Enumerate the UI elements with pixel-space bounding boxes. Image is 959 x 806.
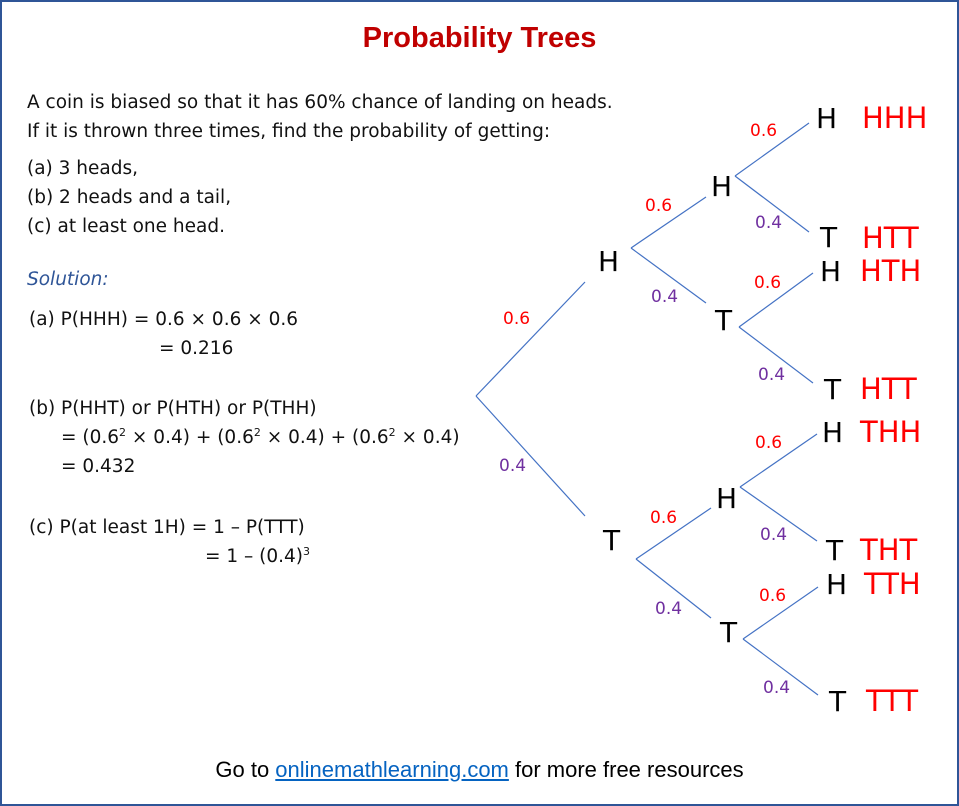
branch-TT-T (742, 638, 819, 696)
prob-tails-label: 0.4 (655, 599, 682, 619)
node-HT: T (714, 304, 733, 337)
node-TTH: H (826, 568, 847, 601)
problem-parts: (a) 3 heads, (b) 2 heads and a tail, (c)… (27, 154, 231, 241)
node-T: T (602, 524, 621, 557)
part-b: (b) 2 heads and a tail, (27, 187, 232, 208)
problem-statement: A coin is biased so that it has 60% chan… (27, 88, 613, 146)
footer: Go to onlinemathlearning.com for more fr… (215, 757, 744, 782)
node-H: H (598, 245, 619, 278)
prob-tails-label: 0.4 (760, 525, 787, 545)
node-HTH: H (820, 255, 841, 288)
branch-TH-H (739, 433, 818, 488)
branch-root-H (475, 281, 586, 397)
outcome-label: THH (859, 415, 921, 449)
prob-heads-label: 0.6 (754, 273, 781, 293)
branch-HH-H (734, 122, 810, 177)
branch-TT-H (742, 586, 819, 640)
page-title: Probability Trees (362, 22, 597, 54)
outcome-label: TTH (863, 567, 921, 601)
branch-root-T (475, 395, 586, 517)
branch-TH-T (739, 486, 818, 542)
outcome-label: THT (859, 533, 918, 567)
outcome-label: HTT (862, 221, 919, 255)
prob-tails-label: 0.4 (499, 456, 526, 476)
node-THH: H (822, 416, 843, 449)
problem-line-2: If it is thrown three times, find the pr… (27, 121, 551, 142)
problem-line-1: A coin is biased so that it has 60% chan… (27, 92, 613, 113)
prob-heads-label: 0.6 (750, 121, 777, 141)
prob-tails-label: 0.4 (651, 287, 678, 307)
part-a: (a) 3 heads, (27, 158, 139, 179)
prob-tails-label: 0.4 (755, 213, 782, 233)
prob-heads-label: 0.6 (759, 586, 786, 606)
tree-branches (475, 122, 819, 696)
outcome-label: TTT (865, 684, 918, 718)
node-TTT: T (828, 685, 847, 718)
prob-heads-label: 0.6 (503, 309, 530, 329)
branch-T-T (635, 558, 712, 619)
node-THT: T (825, 534, 844, 567)
branch-H-H (630, 196, 707, 249)
node-HH: H (711, 170, 732, 203)
prob-heads-label: 0.6 (755, 433, 782, 453)
outcome-label: HHH (862, 101, 927, 135)
solution-b-line-2: = (0.62 × 0.4) + (0.62 × 0.4) + (0.62 × … (61, 426, 460, 448)
prob-heads-label: 0.6 (650, 508, 677, 528)
prob-tails-label: 0.4 (763, 678, 790, 698)
node-HHH: H (816, 102, 837, 135)
branch-T-H (635, 507, 712, 560)
solution-c-line-1: (c) P(at least 1H) = 1 – P(TTT) (29, 517, 305, 538)
node-HHT: T (819, 221, 838, 254)
branch-HH-T (734, 175, 810, 233)
solution-c-line-2: = 1 – (0.4)3 (205, 545, 311, 567)
solution-a-line-1: (a) P(HHH) = 0.6 × 0.6 × 0.6 (29, 309, 299, 330)
solution-a-line-2: = 0.216 (159, 338, 234, 359)
node-HTT: T (823, 373, 842, 406)
site-link[interactable]: onlinemathlearning.com (275, 757, 509, 782)
branch-HT-H (738, 272, 814, 328)
prob-heads-label: 0.6 (645, 196, 672, 216)
outcome-label: HTT (860, 372, 917, 406)
solution-b-line-3: = 0.432 (61, 456, 136, 477)
solution-label: Solution: (27, 269, 109, 290)
part-c: (c) at least one head. (27, 216, 225, 237)
node-TH: H (716, 482, 737, 515)
solution-b-line-1: (b) P(HHT) or P(HTH) or P(THH) (29, 398, 317, 419)
node-TT: T (719, 616, 738, 649)
branch-H-T (630, 247, 707, 304)
prob-tails-label: 0.4 (758, 365, 785, 385)
branch-HT-T (738, 326, 814, 384)
outcome-label: HTH (860, 254, 921, 288)
